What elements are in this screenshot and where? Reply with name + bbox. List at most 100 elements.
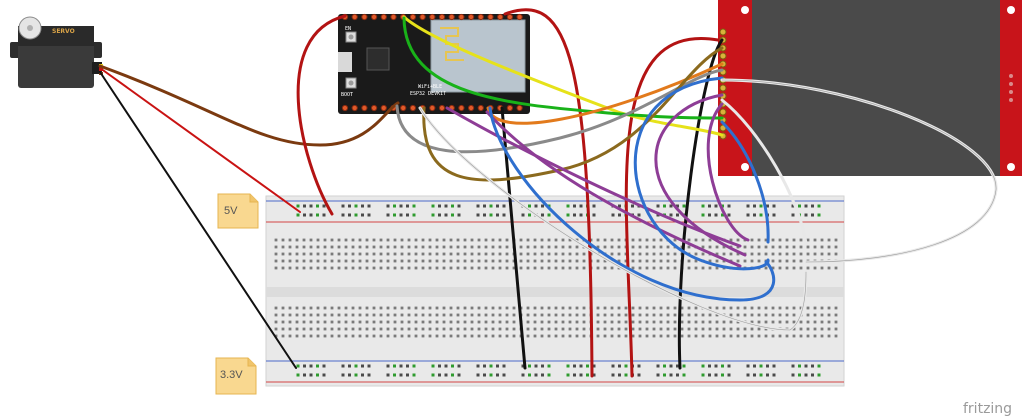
breadboard-hole <box>365 306 369 310</box>
breadboard-hole <box>281 266 285 270</box>
breadboard-hole <box>498 313 502 317</box>
breadboard-hole <box>323 266 327 270</box>
rail-hole <box>611 213 615 217</box>
rail-hole <box>496 213 499 217</box>
breadboard-hole <box>540 306 544 310</box>
breadboard-hole <box>414 266 418 270</box>
rail-hole <box>348 213 351 217</box>
esp32-pin <box>351 104 358 112</box>
breadboard-hole <box>351 327 355 331</box>
breadboard-hole <box>421 259 425 263</box>
rail-hole <box>354 204 358 208</box>
breadboard-hole <box>666 259 670 263</box>
breadboard-hole <box>470 306 474 310</box>
breadboard-hole <box>638 252 642 256</box>
breadboard-hole <box>666 313 670 317</box>
rail-hole <box>444 213 448 217</box>
rail-hole <box>714 213 718 217</box>
rail-hole <box>618 373 621 377</box>
breadboard-hole <box>757 238 761 242</box>
rail-hole <box>354 373 358 377</box>
breadboard-hole <box>316 327 320 331</box>
rail-hole <box>296 213 300 217</box>
breadboard-hole <box>715 313 719 317</box>
breadboard-hole <box>631 306 635 310</box>
breadboard-hole <box>806 327 810 331</box>
breadboard-hole <box>358 252 362 256</box>
esp32-pin <box>487 13 494 21</box>
breadboard-hole <box>393 327 397 331</box>
rail-hole <box>528 373 531 377</box>
breadboard-hole <box>617 327 621 331</box>
breadboard-hole <box>575 266 579 270</box>
breadboard-hole <box>281 238 285 242</box>
breadboard-hole <box>470 245 474 249</box>
breadboard-hole <box>596 313 600 317</box>
rail-hole <box>316 373 319 377</box>
breadboard-hole <box>274 320 278 324</box>
breadboard-hole <box>323 245 327 249</box>
breadboard-hole <box>701 238 705 242</box>
breadboard-hole <box>764 306 768 310</box>
breadboard-hole <box>407 320 411 324</box>
breadboard-hole <box>330 259 334 263</box>
breadboard-hole <box>771 252 775 256</box>
breadboard-hole <box>274 245 278 249</box>
display-pin <box>719 84 727 92</box>
breadboard-hole <box>722 252 726 256</box>
breadboard-hole <box>582 313 586 317</box>
breadboard-hole <box>820 238 824 242</box>
rail-hole <box>502 373 506 377</box>
breadboard-hole <box>792 238 796 242</box>
breadboard-hole <box>365 252 369 256</box>
rail-hole <box>341 213 345 217</box>
breadboard-hole <box>351 252 355 256</box>
breadboard-hole <box>554 259 558 263</box>
breadboard-hole <box>778 320 782 324</box>
rail-hole <box>541 213 544 217</box>
rail-hole <box>791 364 795 368</box>
rail-hole <box>721 373 724 377</box>
breadboard-hole <box>750 313 754 317</box>
breadboard-hole <box>806 238 810 242</box>
breadboard-hole <box>715 266 719 270</box>
esp32-pin <box>390 13 397 21</box>
breadboard-hole <box>421 245 425 249</box>
breadboard-hole <box>505 306 509 310</box>
breadboard-hole <box>414 252 418 256</box>
breadboard-hole <box>442 259 446 263</box>
breadboard-hole <box>743 313 747 317</box>
breadboard-hole <box>813 252 817 256</box>
breadboard-hole <box>470 327 474 331</box>
esp32-pin <box>516 104 523 112</box>
breadboard-hole <box>547 306 551 310</box>
breadboard-hole <box>365 334 369 338</box>
breadboard-hole <box>526 327 530 331</box>
breadboard-hole <box>589 238 593 242</box>
breadboard-hole <box>638 266 642 270</box>
breadboard-hole <box>323 259 327 263</box>
breadboard-hole <box>274 238 278 242</box>
rail-hole <box>367 373 371 377</box>
breadboard-hole <box>603 238 607 242</box>
breadboard-hole <box>757 252 761 256</box>
breadboard-hole <box>400 320 404 324</box>
breadboard-hole <box>316 313 320 317</box>
breadboard-hole <box>435 252 439 256</box>
breadboard-hole <box>673 238 677 242</box>
rail-hole <box>817 364 821 368</box>
rail-hole <box>759 204 763 208</box>
breadboard-hole <box>491 259 495 263</box>
breadboard-hole <box>302 245 306 249</box>
breadboard-hole <box>393 259 397 263</box>
rail-hole <box>451 364 454 368</box>
rail-hole <box>303 373 306 377</box>
breadboard-hole <box>505 266 509 270</box>
rail-hole <box>766 204 769 208</box>
breadboard-hole <box>582 259 586 263</box>
breadboard-hole <box>813 334 817 338</box>
breadboard-hole <box>708 327 712 331</box>
breadboard-hole <box>540 238 544 242</box>
breadboard-hole <box>785 238 789 242</box>
breadboard-hole <box>757 320 761 324</box>
